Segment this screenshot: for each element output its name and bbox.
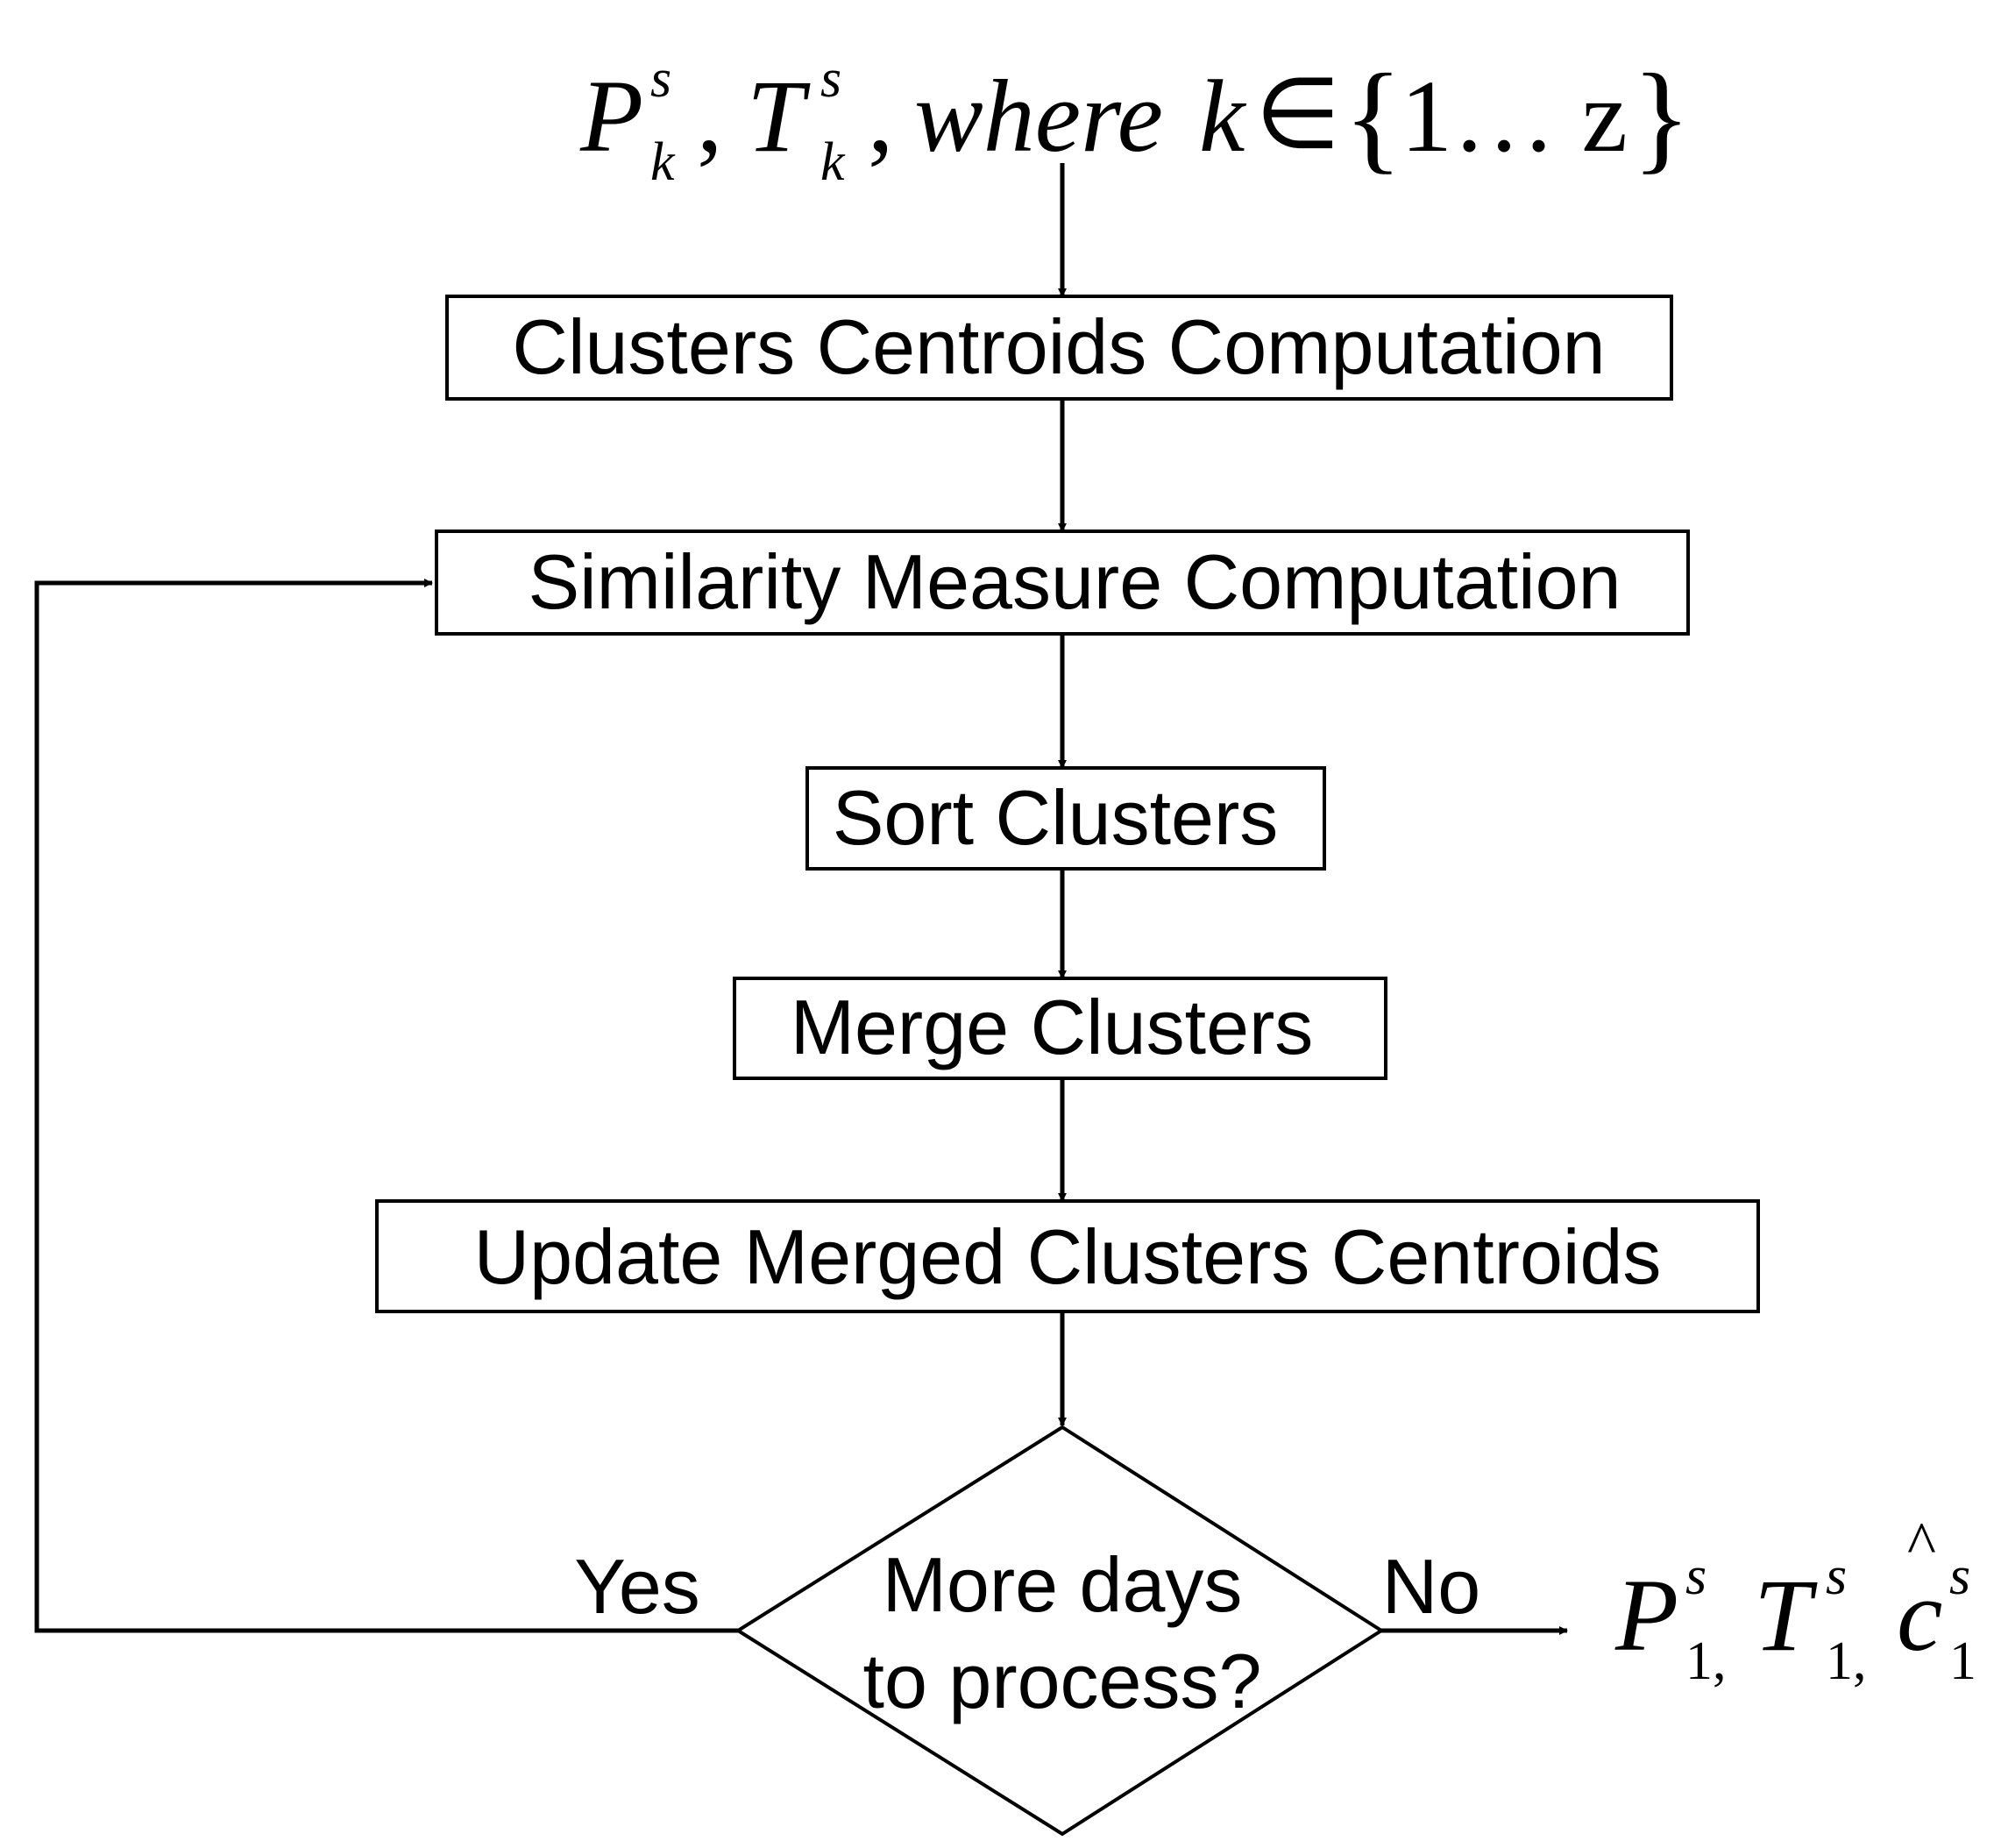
box-update-merged-clusters-centroids bbox=[375, 1199, 1760, 1313]
output-c-sub: 1 bbox=[1949, 1631, 1976, 1691]
output-c-sup: s bbox=[1949, 1546, 1970, 1606]
decision-node: More days to process? bbox=[734, 1425, 1385, 1837]
output-c-base: c bbox=[1897, 1558, 1942, 1673]
output-formula: P s 1, T s 1, c ^ s 1 bbox=[1614, 1510, 1976, 1691]
decision-label-line-2: to process? bbox=[863, 1638, 1262, 1724]
input-t-sup: s bbox=[820, 49, 841, 109]
box-label-clusters-centroids-computation: Clusters Centroids Computation bbox=[512, 303, 1605, 390]
connectors bbox=[34, 163, 1568, 1635]
yes-loop-connector bbox=[34, 579, 738, 1633]
box-label-update-merged-clusters-centroids: Update Merged Clusters Centroids bbox=[474, 1213, 1662, 1300]
yes-branch-label: Yes bbox=[574, 1543, 700, 1630]
input-formula: P s k , T s k , where k ∈ { 1… z } bbox=[579, 49, 1691, 192]
input-left-brace: { bbox=[1344, 49, 1402, 185]
output-t-sup: s bbox=[1826, 1546, 1847, 1606]
box-sort-clusters bbox=[805, 766, 1326, 871]
input-t-base: T bbox=[747, 59, 811, 174]
input-p-sup: s bbox=[650, 49, 671, 109]
box-similarity-measure-computation bbox=[435, 530, 1690, 636]
output-p-sup: s bbox=[1685, 1546, 1707, 1606]
output-p-base: P bbox=[1614, 1558, 1678, 1673]
input-where-text: where bbox=[914, 59, 1163, 174]
output-p-sub: 1, bbox=[1685, 1631, 1727, 1691]
box-label-merge-clusters: Merge Clusters bbox=[791, 984, 1314, 1070]
input-p-base: P bbox=[579, 59, 643, 174]
box-label-similarity-measure-computation: Similarity Measure Computation bbox=[528, 538, 1621, 625]
input-t-sub: k bbox=[820, 132, 846, 192]
box-merge-clusters bbox=[733, 977, 1387, 1080]
input-in-symbol: ∈ bbox=[1255, 60, 1341, 169]
no-branch-label: No bbox=[1382, 1543, 1481, 1630]
input-k-var: k bbox=[1199, 59, 1247, 174]
output-t-sub: 1, bbox=[1826, 1631, 1867, 1691]
process-boxes: Clusters Centroids Computation Similarit… bbox=[375, 295, 1760, 1313]
decision-label-line-1: More days bbox=[883, 1541, 1243, 1628]
input-p-sub: k bbox=[650, 132, 676, 192]
box-label-sort-clusters: Sort Clusters bbox=[833, 774, 1279, 861]
decision-diamond bbox=[734, 1425, 1385, 1837]
input-range: 1… z bbox=[1401, 59, 1628, 174]
input-comma-1: , bbox=[697, 59, 723, 174]
input-right-brace: } bbox=[1632, 49, 1691, 185]
output-t-base: T bbox=[1754, 1558, 1818, 1673]
box-clusters-centroids-computation bbox=[445, 295, 1673, 401]
input-comma-2: , bbox=[868, 59, 894, 174]
output-c-hat: ^ bbox=[1907, 1510, 1936, 1578]
